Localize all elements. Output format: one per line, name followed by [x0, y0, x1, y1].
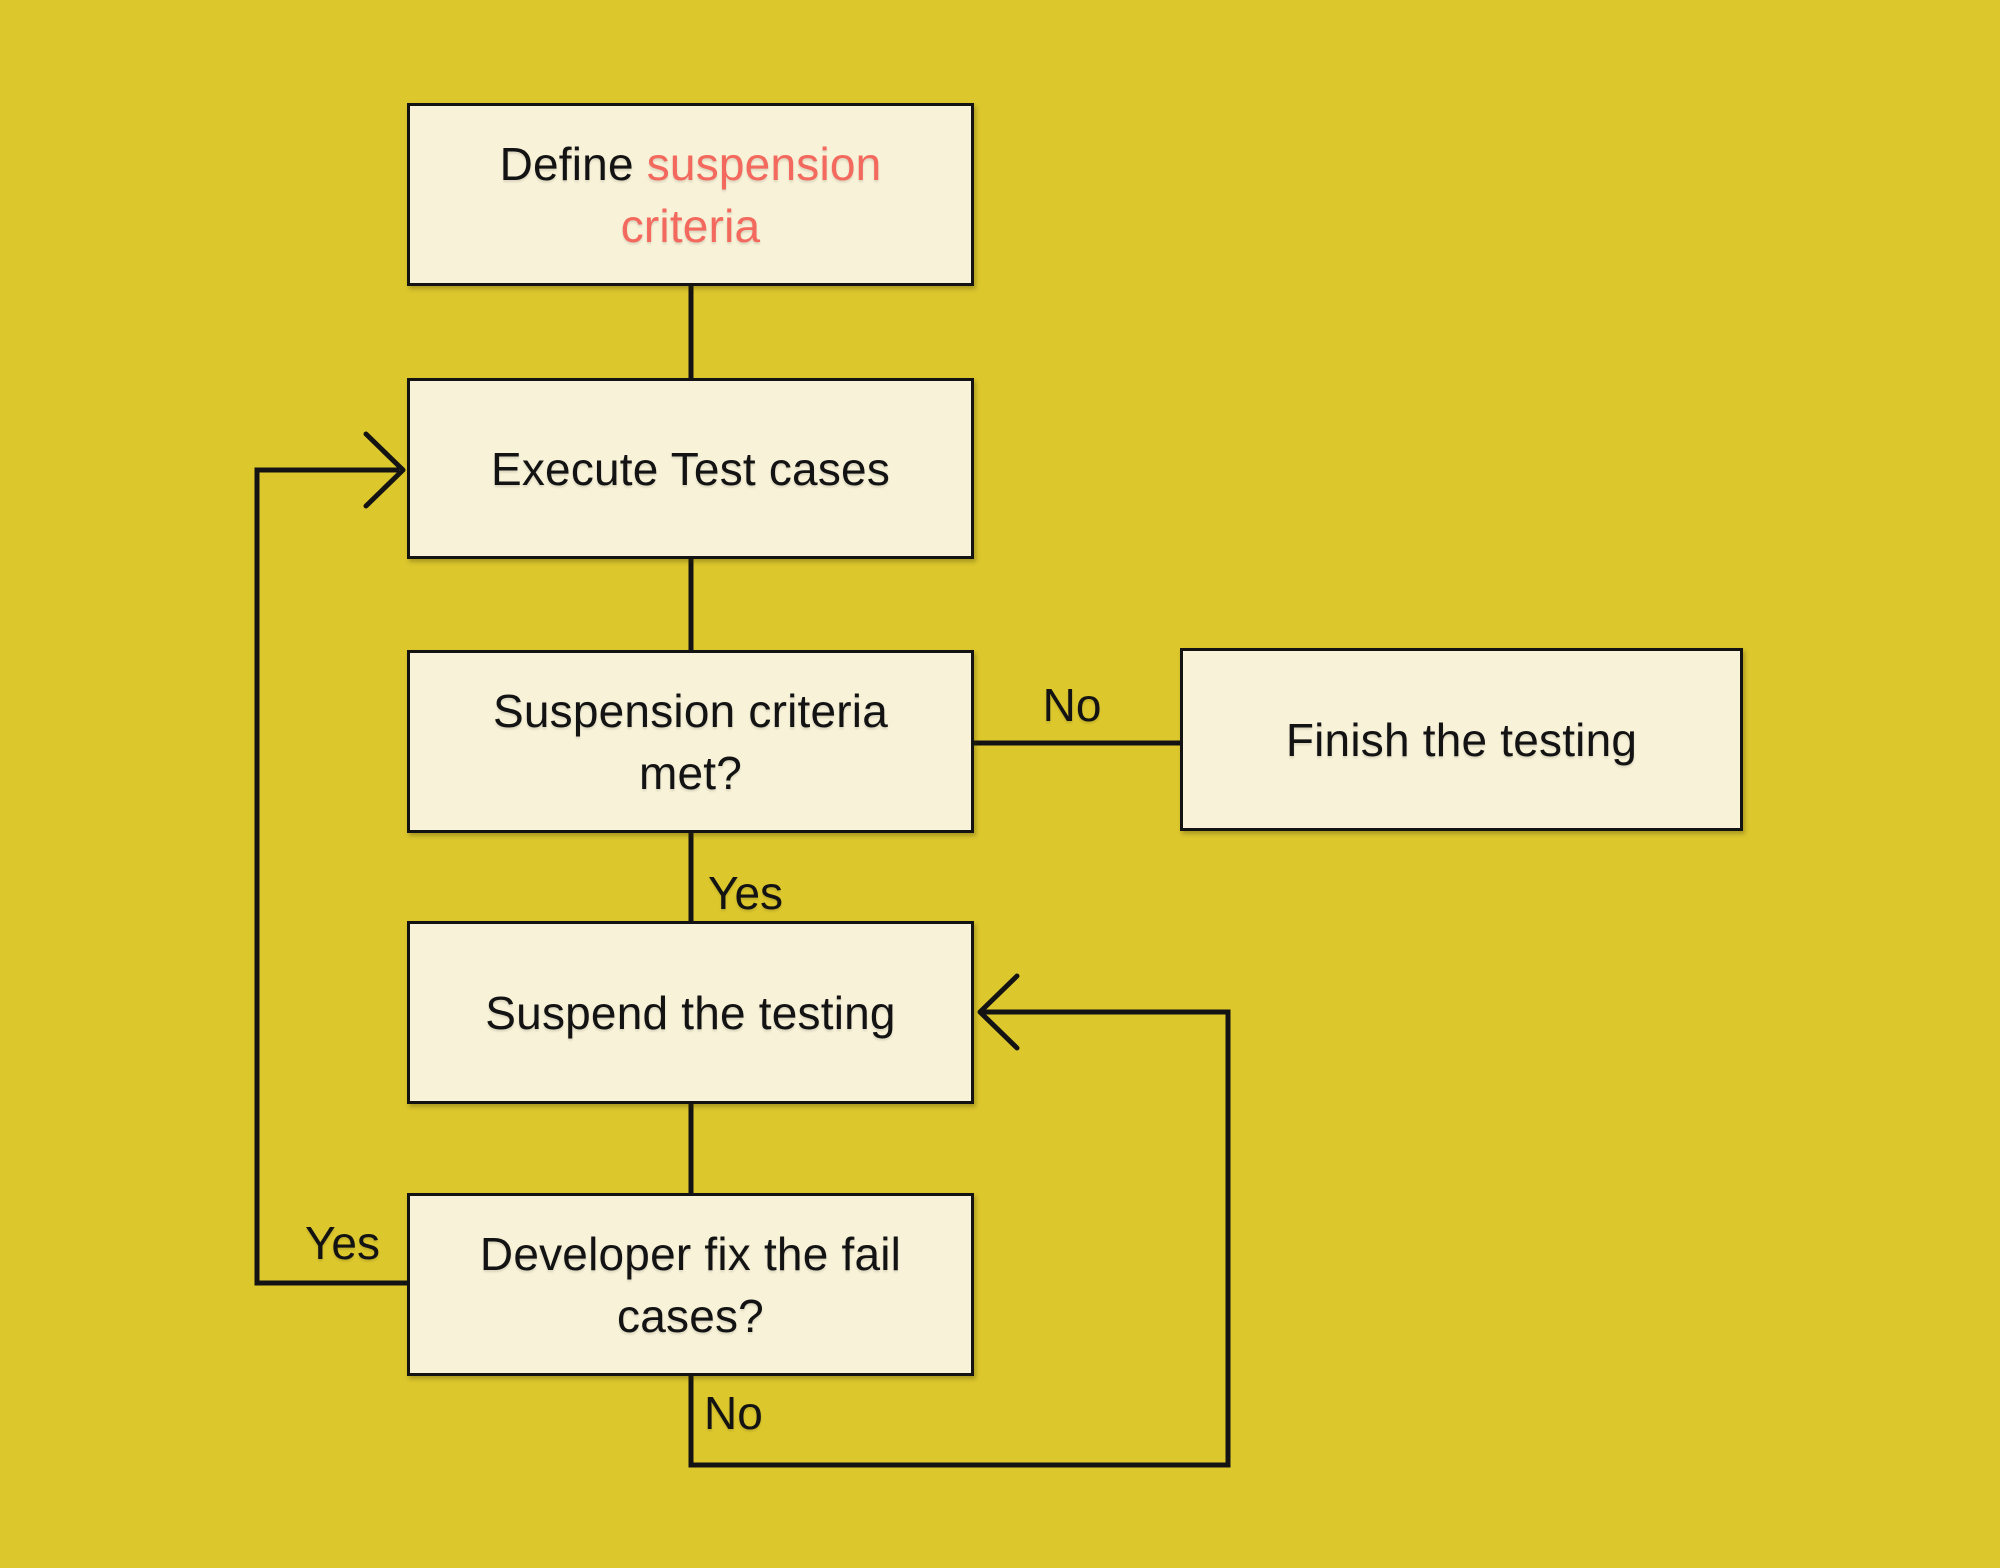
arrowhead-into-execute — [363, 431, 406, 509]
node-suspension-criteria-met: Suspension criteria met? — [407, 650, 974, 833]
edge-label-yes-to-execute: Yes — [304, 1217, 380, 1269]
node-execute-test-cases: Execute Test cases — [407, 378, 974, 559]
node-label: Finish the testing — [1285, 713, 1638, 766]
node-label: Developer fix the fail cases? — [479, 1227, 902, 1342]
node-finish-the-testing: Finish the testing — [1180, 648, 1743, 831]
node-label: Define suspension criteria — [440, 133, 941, 257]
edge-label-no-to-suspend: No — [704, 1387, 763, 1439]
node-suspend-the-testing: Suspend the testing — [407, 921, 974, 1104]
node-define-suspension-criteria: Define suspension criteria — [407, 103, 974, 286]
edge-label-no-to-finish: No — [1042, 679, 1102, 731]
node-define-text-accent: suspension criteria — [620, 137, 882, 252]
arrowhead-into-suspend — [977, 973, 1020, 1051]
node-define-text-black: Define — [499, 137, 647, 190]
node-label: Execute Test cases — [490, 442, 891, 495]
node-developer-fix-the-fail-cases: Developer fix the fail cases? — [407, 1193, 974, 1376]
node-label: Suspension criteria met? — [492, 684, 888, 799]
node-label: Suspend the testing — [485, 986, 896, 1039]
edge-developer-fix-to-suspend — [688, 1009, 1231, 1468]
edge-label-yes-to-suspend: Yes — [708, 867, 784, 919]
edge-developer-fix-to-execute — [254, 467, 409, 1286]
